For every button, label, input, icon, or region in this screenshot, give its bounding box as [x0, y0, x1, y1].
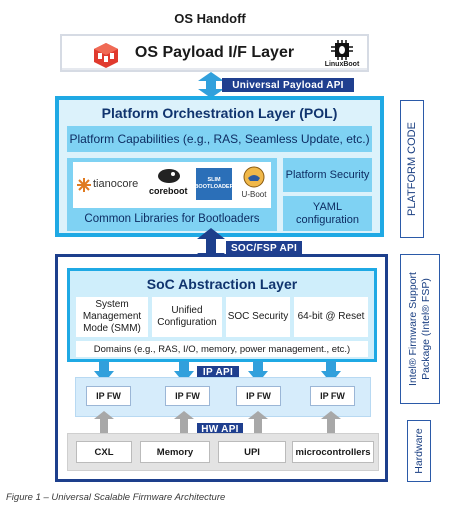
linuxboot-logo: LinuxBoot [317, 40, 367, 68]
smm-box: System Management Mode (SMM) [76, 297, 148, 337]
os-payload-layer: OS Payload I/F Layer LinuxBoot [60, 34, 369, 72]
bootloader-logos: tianocore coreboot SLIM BOOTLOADER U-Boo… [73, 162, 271, 208]
domains-box: Domains (e.g., RAS, I/O, memory, power m… [76, 341, 368, 357]
platform-code-side-label: PLATFORM CODE [400, 100, 424, 238]
soc-abstraction-layer: SoC Abstraction Layer System Management … [67, 268, 377, 362]
soc-fsp-api-label: SOC/FSP API [226, 241, 302, 255]
os-payload-layer-label: OS Payload I/F Layer [134, 44, 295, 61]
pol-title: Platform Orchestration Layer (POL) [101, 105, 338, 121]
intel-fsp-frame: SoC Abstraction Layer System Management … [55, 254, 388, 482]
unified-configuration-box: Unified Configuration [152, 297, 222, 337]
soc-security-box: SOC Security [226, 297, 290, 337]
universal-payload-api-label: Universal Payload API [222, 78, 354, 92]
hw-memory-box: Memory [140, 441, 210, 463]
ip-fw-box: IP FW [236, 386, 281, 406]
ip-api-arrow-icon [248, 361, 268, 383]
cube-logo-icon [94, 43, 118, 68]
payload-arrow-icon [198, 72, 224, 98]
hw-microcontrollers-box: microcontrollers [292, 441, 374, 463]
hardware-text: Hardware [413, 428, 425, 474]
platform-capabilities-box: Platform Capabilities (e.g., RAS, Seamle… [67, 126, 372, 152]
ip-firmware-band: IP FW IP FW IP FW IP FW [75, 377, 371, 417]
hw-cxl-box: CXL [76, 441, 132, 463]
ip-api-arrow-icon [321, 361, 341, 383]
platform-orchestration-layer: Platform Orchestration Layer (POL) Platf… [55, 96, 384, 237]
uboot-icon [243, 166, 265, 188]
ip-fw-box: IP FW [165, 386, 210, 406]
coreboot-icon [158, 169, 180, 183]
coreboot-logo-text: coreboot [149, 186, 188, 196]
figure-caption: Figure 1 – Universal Scalable Firmware A… [6, 492, 226, 503]
ip-api-label: IP API [197, 366, 239, 379]
platform-security-box: Platform Security [283, 158, 372, 192]
tianocore-logo-text: tianocore [93, 178, 139, 190]
intel-fsp-line-2: Package (Intel® FSP) [420, 278, 433, 380]
ip-api-arrow-icon [174, 361, 194, 383]
intel-fsp-line-1: Intel® Firmware Support [407, 272, 420, 386]
ip-api-arrows [94, 361, 341, 383]
ip-api-arrow-icon [94, 361, 114, 383]
yaml-configuration-box: YAML configuration [283, 196, 372, 231]
platform-code-text: PLATFORM CODE [406, 122, 419, 216]
slim-bootloader-logo: SLIM BOOTLOADER [194, 168, 234, 200]
hardware-band: CXL Memory UPI microcontrollers [67, 433, 379, 471]
tianocore-icon [77, 178, 91, 192]
os-handoff-title: OS Handoff [174, 10, 246, 26]
hw-upi-box: UPI [218, 441, 286, 463]
soc-abstraction-title: SoC Abstraction Layer [146, 276, 298, 292]
64bit-reset-box: 64-bit @ Reset [294, 297, 368, 337]
uboot-logo-text: U-Boot [241, 190, 267, 199]
common-libraries-box: tianocore coreboot SLIM BOOTLOADER U-Boo… [67, 158, 277, 231]
linuxboot-chip-icon [331, 40, 353, 60]
ip-fw-box: IP FW [310, 386, 355, 406]
hardware-side-label: Hardware [407, 420, 431, 482]
ip-fw-box: IP FW [86, 386, 131, 406]
hw-api-label: HW API [197, 423, 243, 436]
common-libraries-label: Common Libraries for Bootloaders [84, 213, 260, 225]
linuxboot-logo-text: LinuxBoot [324, 61, 360, 68]
